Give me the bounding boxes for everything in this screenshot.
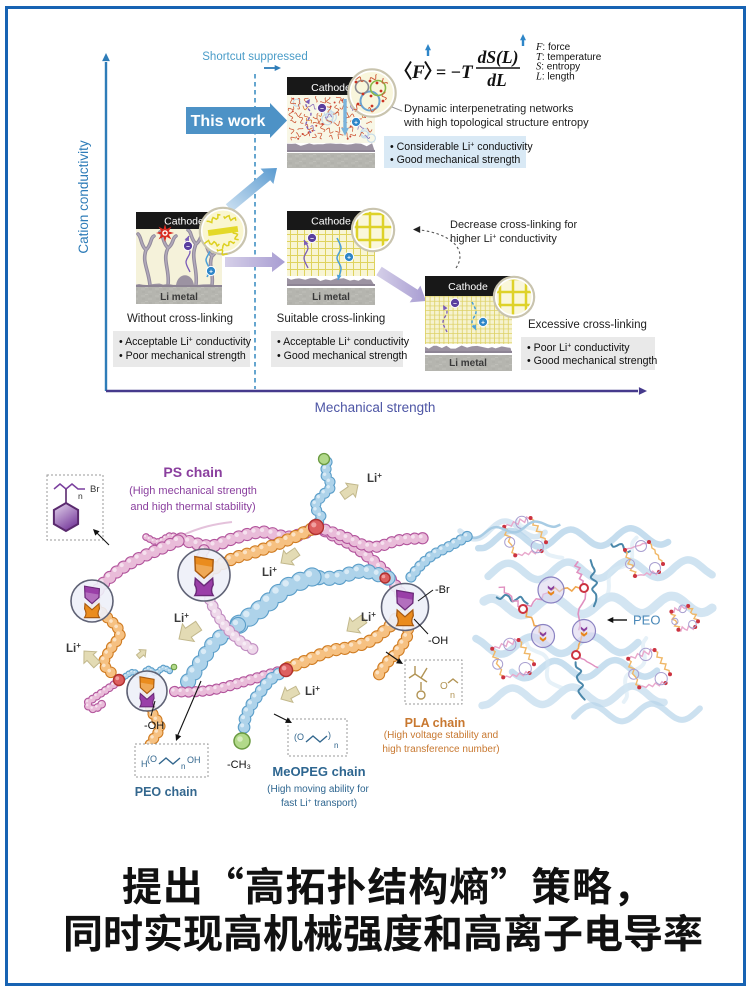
svg-text:• Good mechanical strength: • Good mechanical strength <box>277 350 407 362</box>
svg-text:T: T <box>461 62 474 83</box>
svg-text:dS(L): dS(L) <box>478 47 519 67</box>
svg-text:n: n <box>181 762 185 771</box>
svg-text:-Br: -Br <box>435 584 450 596</box>
svg-text:Shortcut suppressed: Shortcut suppressed <box>202 51 307 63</box>
svg-text:-OH: -OH <box>144 720 164 732</box>
svg-text:−: − <box>310 235 314 242</box>
svg-text:PS chain: PS chain <box>163 464 222 480</box>
svg-text:Cathode: Cathode <box>311 216 351 228</box>
svg-text:Li metal: Li metal <box>312 292 350 303</box>
svg-text:Excessive cross-linking: Excessive cross-linking <box>528 319 647 331</box>
svg-text:): ) <box>328 730 331 740</box>
svg-text:• Considerable Li+ conductivit: • Considerable Li+ conductivity <box>390 141 533 153</box>
svg-text:This work: This work <box>191 113 266 130</box>
svg-text:(High mechanical strength: (High mechanical strength <box>129 485 257 497</box>
svg-text:(High voltage stability and: (High voltage stability and <box>384 730 499 741</box>
svg-text:Suitable cross-linking: Suitable cross-linking <box>277 313 386 325</box>
svg-text:Mechanical strength: Mechanical strength <box>315 400 436 415</box>
svg-text:• Good mechanical strength: • Good mechanical strength <box>527 355 657 367</box>
svg-text:H: H <box>141 759 148 769</box>
svg-text:PEO chain: PEO chain <box>135 785 198 799</box>
svg-text:Li+: Li+ <box>262 565 277 579</box>
svg-text:Li+: Li+ <box>367 471 382 485</box>
svg-text:MeOPEG chain: MeOPEG chain <box>272 764 365 779</box>
svg-text:−: − <box>320 105 324 112</box>
svg-text:= −: = − <box>436 62 461 82</box>
svg-text:+: + <box>481 319 485 326</box>
svg-text:Li+: Li+ <box>66 641 81 655</box>
svg-text:+: + <box>209 268 213 275</box>
svg-text:n: n <box>450 690 455 700</box>
svg-text:dL: dL <box>487 70 506 90</box>
svg-text:with high topological structur: with high topological structure entropy <box>403 117 589 129</box>
svg-text:(High moving ability for: (High moving ability for <box>267 784 369 795</box>
svg-text:Cathode: Cathode <box>311 82 351 94</box>
svg-text:+: + <box>347 254 351 261</box>
svg-text:Li metal: Li metal <box>160 292 198 303</box>
svg-text:high transference number): high transference number) <box>382 744 499 755</box>
svg-text:L: length: L: length <box>535 71 575 82</box>
svg-text:Li metal: Li metal <box>449 358 487 369</box>
svg-text:O: O <box>440 681 448 692</box>
svg-text:-OH: -OH <box>428 635 448 647</box>
svg-text:Li+: Li+ <box>174 611 189 625</box>
svg-text:Without cross-linking: Without cross-linking <box>127 313 233 325</box>
svg-text:Dynamic interpenetrating netwo: Dynamic interpenetrating networks <box>404 103 574 115</box>
svg-text:Cathode: Cathode <box>448 281 488 293</box>
svg-text:• Poor Li+ conductivity: • Poor Li+ conductivity <box>527 342 630 354</box>
svg-text:PLA chain: PLA chain <box>405 716 466 730</box>
svg-text:Decrease cross-linking for: Decrease cross-linking for <box>450 219 577 231</box>
svg-text:PEO: PEO <box>633 613 660 628</box>
svg-text:fast Li+ transport): fast Li+ transport) <box>281 798 357 809</box>
svg-text:F: F <box>411 62 425 83</box>
svg-text:(O: (O <box>294 732 304 742</box>
svg-text:−: − <box>453 300 457 307</box>
svg-text:Cathode: Cathode <box>164 216 204 228</box>
svg-text:−: − <box>186 243 190 250</box>
svg-text:• Acceptable Li+ conductivity: • Acceptable Li+ conductivity <box>119 336 252 348</box>
svg-text:OH: OH <box>187 755 201 765</box>
svg-text:Li+: Li+ <box>305 684 320 698</box>
svg-text:• Good mechanical strength: • Good mechanical strength <box>390 154 520 166</box>
svg-text:Li+: Li+ <box>361 610 376 624</box>
svg-text:and high thermal stability): and high thermal stability) <box>130 501 255 513</box>
svg-text:n: n <box>78 491 83 501</box>
svg-text:n: n <box>334 741 338 750</box>
svg-text:-CH₃: -CH₃ <box>227 759 251 771</box>
svg-text:F: force: F: force <box>535 42 571 53</box>
svg-text:• Acceptable Li+ conductivity: • Acceptable Li+ conductivity <box>277 336 410 348</box>
svg-text:T: temperature: T: temperature <box>536 52 602 63</box>
svg-text:• Poor mechanical strength: • Poor mechanical strength <box>119 350 246 362</box>
svg-text:higher Li+ conductivity: higher Li+ conductivity <box>450 233 557 245</box>
svg-text:(O: (O <box>147 754 157 764</box>
svg-text:+: + <box>354 119 358 126</box>
svg-text:Br: Br <box>90 484 100 495</box>
svg-text:S: entropy: S: entropy <box>536 62 580 73</box>
svg-text:Cation conductivity: Cation conductivity <box>76 140 91 254</box>
